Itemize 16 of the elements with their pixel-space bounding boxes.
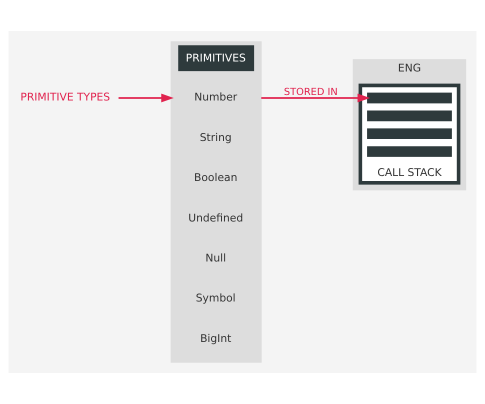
node-bar xyxy=(367,146,452,157)
arrow xyxy=(118,94,174,102)
node-bar xyxy=(367,92,452,104)
node-text: Null xyxy=(205,251,226,264)
node-text: Boolean xyxy=(194,171,238,184)
node-text: Number xyxy=(194,90,238,104)
node-text: Symbol xyxy=(196,292,236,305)
node-bar xyxy=(367,110,452,122)
arrow xyxy=(261,94,370,102)
node-text: Undefined xyxy=(188,211,244,224)
node-text: BigInt xyxy=(200,332,232,345)
edge-label: STORED IN xyxy=(284,87,338,98)
node-label: CALL STACK xyxy=(377,166,442,180)
node-text: PRIMITIVE TYPES xyxy=(20,90,110,104)
node-bar xyxy=(367,128,452,140)
node-text: String xyxy=(200,130,232,144)
